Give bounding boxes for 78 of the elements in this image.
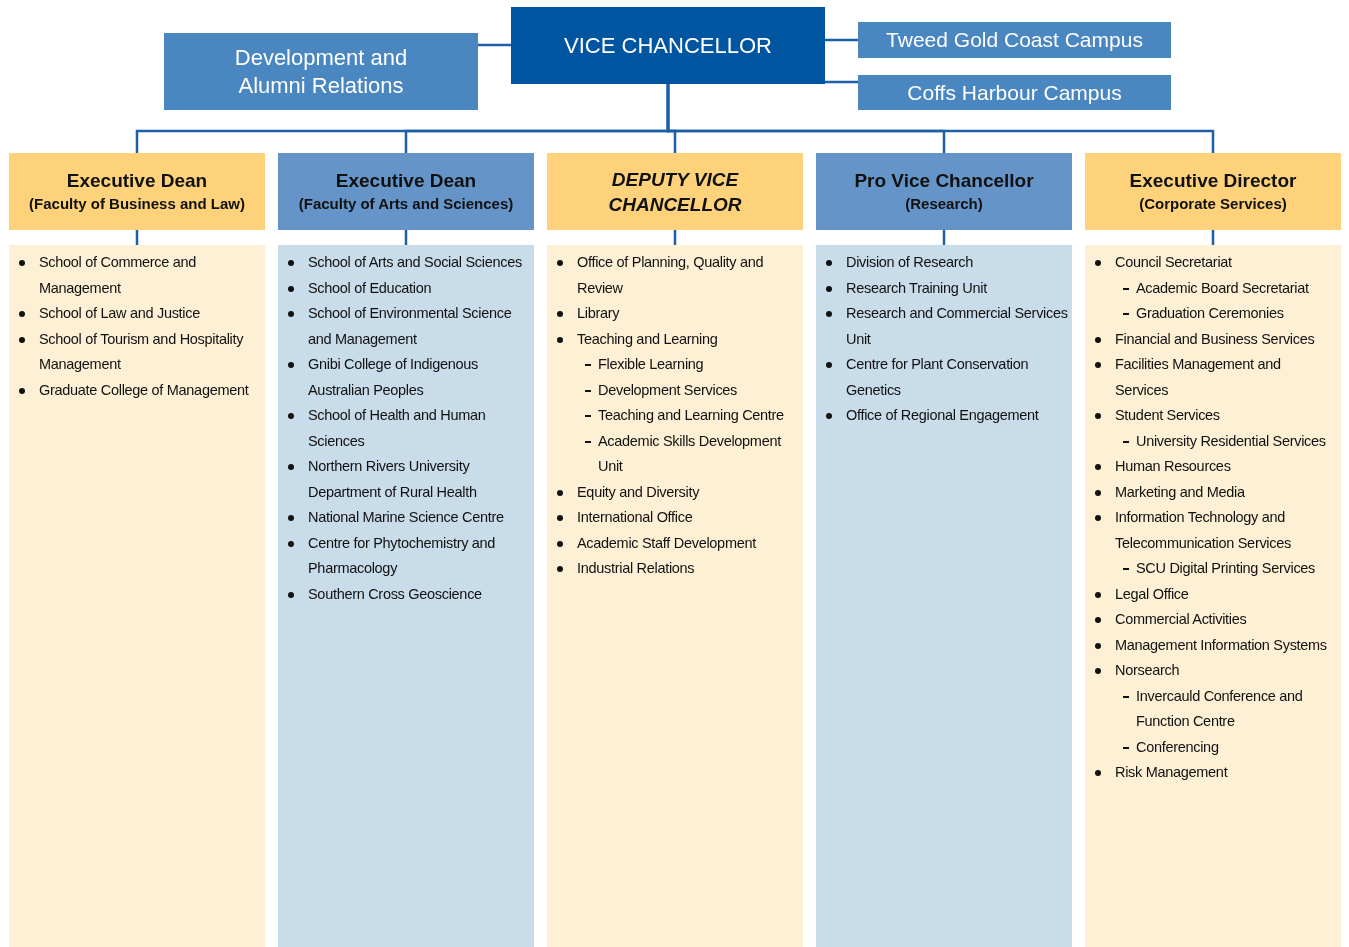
list-item: Northern Rivers University Department of Rural Health — [308, 457, 478, 502]
list-item: Commercial Activities — [1115, 610, 1247, 629]
unit-title: VICE CHANCELLOR — [563, 31, 773, 60]
position-box — [1085, 153, 1341, 230]
list-item: Student Services — [1115, 406, 1220, 425]
position-box — [547, 153, 803, 230]
position-title: Executive Director — [1128, 169, 1298, 193]
list-item: Financial and Business Services — [1115, 329, 1315, 349]
list-item: Development Services — [598, 380, 738, 400]
position-subtitle: (Research) — [905, 194, 983, 214]
list-item: Flexible Learning — [598, 355, 704, 374]
list-item: Academic Skills Development Unit — [598, 431, 782, 476]
list-item: School of Environmental Science and Management — [308, 304, 513, 349]
position-subtitle: (Faculty of Arts and Sciences) — [298, 194, 514, 214]
list-item: School of Education — [308, 278, 432, 298]
unit-title: Tweed Gold Coast Campus — [885, 27, 1144, 53]
connector-line — [825, 80, 858, 84]
list-item: Conferencing — [1136, 737, 1219, 757]
position-title: Executive Dean — [334, 169, 478, 193]
list-item: School of Arts and Social Sciences — [308, 253, 522, 272]
position-box — [9, 153, 265, 230]
list-item: Division of Research — [846, 253, 973, 272]
list-item: Centre for Plant Conservation Genetics — [846, 355, 1030, 400]
list-item: Teaching and Learning Centre — [598, 406, 784, 425]
position-subtitle: (Corporate Services) — [1139, 194, 1287, 214]
list-item: Management Information Systems — [1115, 635, 1327, 655]
list-item: Graduation Ceremonies — [1136, 304, 1284, 323]
list-item: Invercauld Conference and Function Centre — [1136, 686, 1304, 731]
unit-list-panel — [1085, 245, 1341, 947]
list-item: Council Secretariat — [1115, 253, 1232, 272]
unit-box — [858, 22, 1171, 58]
list-item: Information Technology and Telecommunication Services — [1115, 508, 1292, 553]
list-item: Research Training Unit — [846, 278, 987, 298]
connector-line — [825, 38, 858, 42]
list-item: Office of Regional Engagement — [846, 406, 1039, 425]
unit-list-panel — [9, 245, 265, 947]
list-item: Marketing and Media — [1115, 482, 1245, 502]
unit-list-panel — [547, 245, 803, 947]
position-title: DEPUTY VICE CHANCELLOR — [607, 167, 743, 217]
list-item: School of Commerce and Management — [39, 253, 197, 298]
list-item: Academic Staff Development — [577, 533, 756, 553]
position-subtitle: (Faculty of Business and Law) — [29, 194, 245, 214]
position-box — [816, 153, 1072, 230]
list-item: Research and Commercial Services Unit — [846, 304, 1068, 349]
unit-list-panel — [816, 245, 1072, 947]
list-item: Southern Cross Geoscience — [308, 584, 482, 604]
connector-line — [666, 84, 1215, 153]
list-item: Risk Management — [1115, 763, 1228, 782]
list-item: School of Health and Human Sciences — [308, 406, 487, 451]
unit-box — [164, 33, 478, 110]
list-item: Norsearch — [1115, 661, 1180, 680]
position-title: Pro Vice Chancellor — [853, 169, 1035, 193]
unit-title: Coffs Harbour Campus — [906, 79, 1123, 106]
list-item: Equity and Diversity — [577, 482, 700, 502]
list-item: Legal Office — [1115, 584, 1189, 604]
list-item: School of Law and Justice — [39, 304, 200, 323]
list-item: University Residential Services — [1136, 431, 1326, 451]
list-item: Facilities Management and Services — [1115, 355, 1282, 400]
list-item: Gnibi College of Indigenous Australian Peoples — [308, 355, 480, 400]
leader-box — [511, 7, 825, 84]
list-item: Teaching and Learning — [577, 329, 718, 349]
position-title: Executive Dean — [65, 169, 209, 193]
list-item: National Marine Science Centre — [308, 508, 504, 527]
list-item: International Office — [577, 508, 693, 527]
list-item: Academic Board Secretariat — [1136, 278, 1309, 298]
list-item: School of Tourism and Hospitality Management — [39, 329, 245, 374]
unit-list-panel — [278, 245, 534, 947]
list-item: Centre for Phytochemistry and Pharmacology — [308, 533, 497, 578]
unit-title: Development and Alumni Relations — [233, 43, 409, 100]
list-item: SCU Digital Printing Services — [1136, 559, 1316, 578]
list-item: Human Resources — [1115, 457, 1231, 476]
list-item: Industrial Relations — [577, 559, 695, 578]
unit-box — [858, 75, 1171, 110]
list-item: Library — [577, 304, 620, 323]
list-item: Office of Planning, Quality and Review — [577, 253, 765, 298]
position-box — [278, 153, 534, 230]
list-item: Graduate College of Management — [39, 380, 249, 400]
connector-line — [478, 43, 511, 47]
